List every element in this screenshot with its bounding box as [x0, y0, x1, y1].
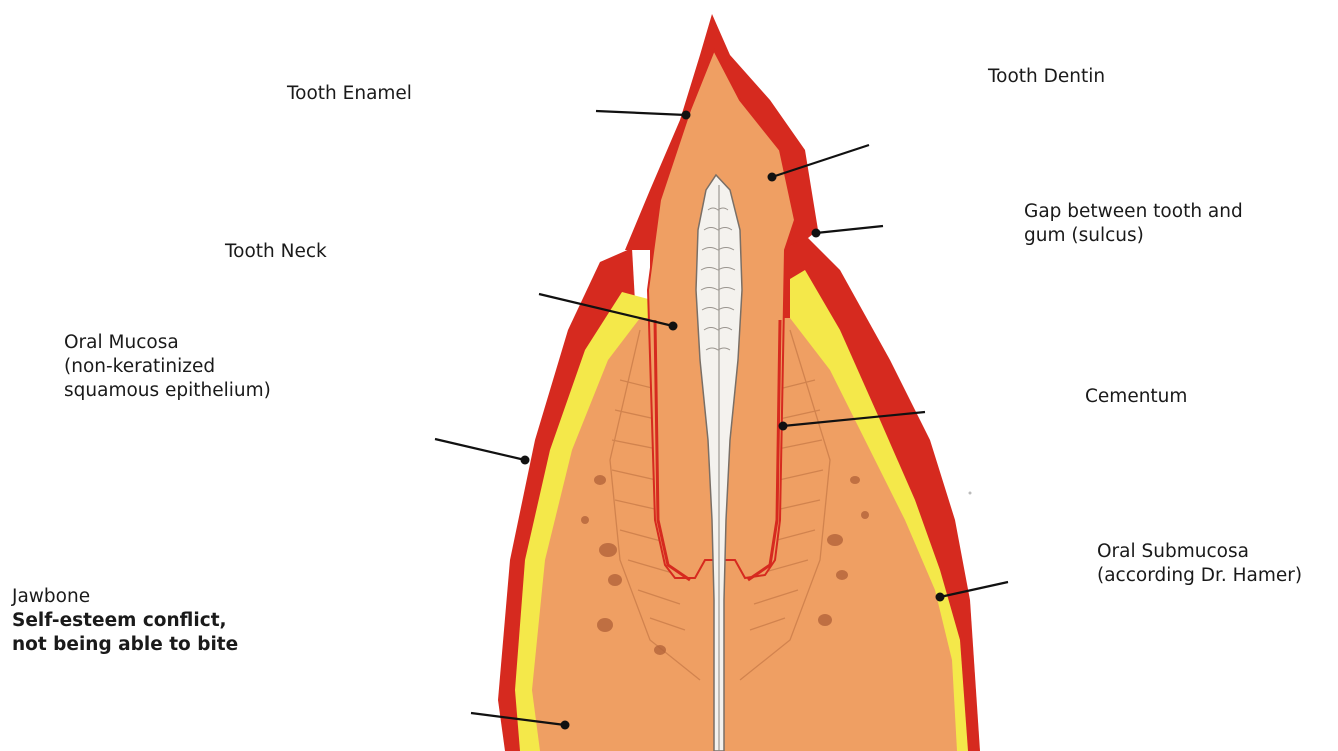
label-text: Tooth Dentin [988, 65, 1105, 89]
label-line: Oral Submucosa [1097, 540, 1302, 564]
label-conflict-line: Self-esteem conflict, [12, 609, 238, 633]
label-conflict-line: not being able to bite [12, 633, 238, 657]
label-tooth-enamel: Tooth Enamel [287, 82, 412, 106]
label-line: squamous epithelium) [64, 379, 271, 403]
label-oral-mucosa: Oral Mucosa (non-keratinized squamous ep… [64, 331, 271, 403]
label-tooth-neck: Tooth Neck [225, 240, 327, 264]
label-tooth-dentin: Tooth Dentin [988, 65, 1105, 89]
label-line: Jawbone [12, 585, 238, 609]
label-oral-submucosa: Oral Submucosa (according Dr. Hamer) [1097, 540, 1302, 588]
label-line: Oral Mucosa [64, 331, 271, 355]
speck [969, 492, 972, 495]
label-cementum: Cementum [1085, 385, 1187, 409]
label-jawbone: Jawbone Self-esteem conflict, not being … [12, 585, 238, 657]
label-sulcus: Gap between tooth and gum (sulcus) [1024, 200, 1243, 248]
label-line: (non-keratinized [64, 355, 271, 379]
label-line: Gap between tooth and [1024, 200, 1243, 224]
label-text: Tooth Enamel [287, 82, 412, 106]
label-text: Tooth Neck [225, 240, 327, 264]
label-line: (according Dr. Hamer) [1097, 564, 1302, 588]
label-line: gum (sulcus) [1024, 224, 1243, 248]
label-text: Cementum [1085, 385, 1187, 409]
